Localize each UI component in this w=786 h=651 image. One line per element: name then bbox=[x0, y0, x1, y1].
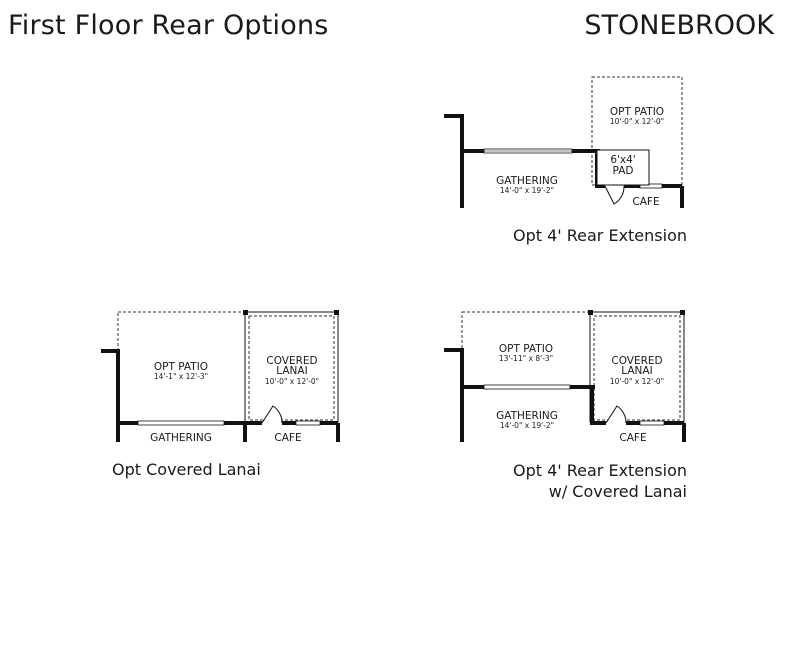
plan-covered-lanai: OPT PATIO 14'-1" x 12'-3" COVERED LANAI … bbox=[101, 310, 340, 444]
lanai-dims: 10'-0" x 12'-0" bbox=[610, 377, 664, 386]
covered-label: COVERED bbox=[266, 355, 317, 367]
lanai-post bbox=[243, 310, 248, 315]
pad-label: PAD bbox=[613, 165, 634, 177]
opt-patio-dims: 10'-0" x 12'-0" bbox=[610, 117, 664, 126]
lanai-post bbox=[334, 310, 339, 315]
door-swing bbox=[261, 405, 283, 424]
cafe-label: CAFE bbox=[274, 432, 301, 444]
caption-rear-extension: Opt 4' Rear Extension bbox=[512, 226, 687, 245]
exterior-wall bbox=[444, 114, 464, 208]
window bbox=[483, 384, 571, 390]
door-swing bbox=[605, 405, 627, 424]
exterior-wall bbox=[101, 349, 120, 442]
cafe-label: CAFE bbox=[632, 196, 659, 208]
gathering-label: GATHERING bbox=[150, 432, 212, 444]
cafe-wall bbox=[590, 387, 606, 425]
gathering-dims: 14'-0" x 19'-2" bbox=[500, 421, 554, 430]
plan-rear-extension: OPT PATIO 10'-0" x 12'-0" 6'x4' PAD GATH… bbox=[444, 76, 684, 208]
lanai-post bbox=[588, 310, 593, 315]
window bbox=[137, 420, 225, 426]
cafe-label: CAFE bbox=[619, 432, 646, 444]
page-title: First Floor Rear Options bbox=[8, 10, 329, 41]
pad-size-label: 6'x4' bbox=[610, 154, 635, 166]
gathering-label: GATHERING bbox=[496, 175, 558, 187]
opt-patio-label: OPT PATIO bbox=[154, 361, 208, 373]
opt-patio-dims: 14'-1" x 12'-3" bbox=[154, 372, 208, 381]
lanai-post bbox=[680, 310, 685, 315]
opt-patio-dims: 13'-11" x 8'-3" bbox=[499, 354, 553, 363]
lanai-label: LANAI bbox=[621, 365, 652, 377]
caption-extension-lanai-line1: Opt 4' Rear Extension bbox=[512, 461, 687, 480]
caption-covered-lanai: Opt Covered Lanai bbox=[112, 460, 261, 479]
door-swing bbox=[604, 185, 625, 205]
lanai-label: LANAI bbox=[276, 365, 307, 377]
opt-patio-label: OPT PATIO bbox=[499, 343, 553, 355]
concrete-pad bbox=[596, 149, 650, 186]
plan-extension-lanai: OPT PATIO 13'-11" x 8'-3" COVERED LANAI … bbox=[444, 310, 686, 444]
gathering-dims: 14'-0" x 19'-2" bbox=[500, 186, 554, 195]
opt-patio-label: OPT PATIO bbox=[610, 106, 664, 118]
exterior-wall bbox=[444, 348, 464, 442]
covered-label: COVERED bbox=[611, 355, 662, 367]
lanai-dims: 10'-0" x 12'-0" bbox=[265, 377, 319, 386]
caption-extension-lanai-line2: w/ Covered Lanai bbox=[548, 482, 687, 501]
brand-name: STONEBROOK bbox=[584, 10, 774, 41]
gathering-label: GATHERING bbox=[496, 410, 558, 422]
